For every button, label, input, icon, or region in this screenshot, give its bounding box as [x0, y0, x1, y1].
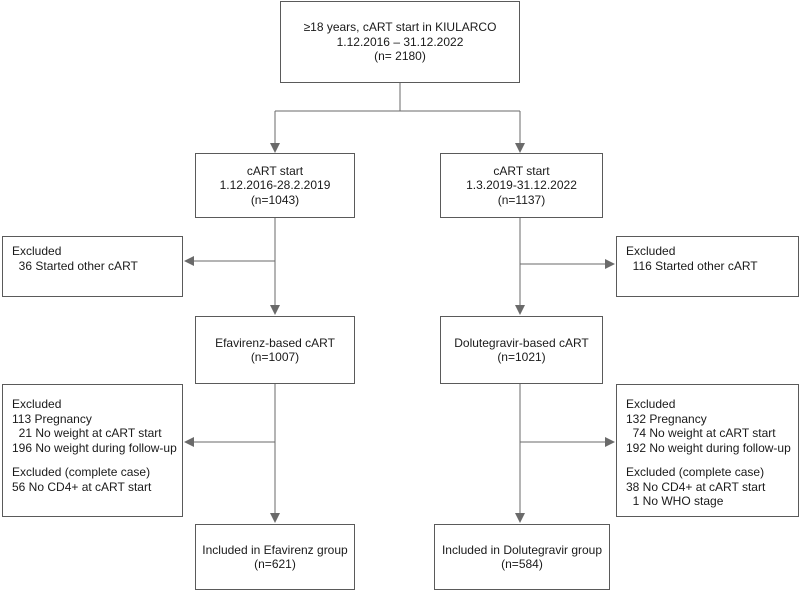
- excluded-right-2-item-pregnancy: 132 Pregnancy: [626, 411, 707, 426]
- regimen-left-line-1: Efavirenz-based cART: [215, 335, 335, 350]
- excluded-right-1-title: Excluded: [626, 244, 676, 258]
- start-cohort-box: ≥18 years, cART start in KIULARCO 1.12.2…: [280, 1, 520, 83]
- regimen-left-line-2: (n=1007): [250, 350, 300, 364]
- excluded-left-2-subtitle: Excluded (complete case): [12, 465, 151, 479]
- included-right-box: Included in Dolutegravir group (n=584): [434, 524, 610, 590]
- period-right-line-2: 1.3.2019-31.12.2022: [466, 178, 577, 193]
- regimen-right-box: Dolutegravir-based cART (n=1021): [440, 316, 603, 384]
- included-left-line-2: (n=621): [254, 557, 296, 571]
- excluded-left-1-item: 36 Started other cART: [12, 258, 138, 273]
- regimen-left-box: Efavirenz-based cART (n=1007): [195, 316, 355, 384]
- start-line-2: 1.12.2016 – 31.12.2022: [336, 34, 464, 49]
- regimen-right-line-2: (n=1021): [497, 350, 546, 364]
- period-left-line-3: (n=1043): [250, 192, 300, 207]
- excluded-left-2-item-pregnancy: 113 Pregnancy: [12, 411, 92, 426]
- period-right-line-1: cART start: [493, 163, 550, 178]
- excluded-left-1-title: Excluded: [12, 244, 62, 258]
- excluded-right-2-subtitle: Excluded (complete case): [626, 465, 765, 479]
- start-line-1: ≥18 years, cART start in KIULARCO: [303, 20, 497, 35]
- period-right-box: cART start 1.3.2019-31.12.2022 (n=1137): [440, 153, 603, 218]
- start-line-3: (n= 2180): [374, 49, 426, 64]
- excluded-right-2-item-no-weight-followup: 192 No weight during follow-up: [626, 440, 791, 455]
- excluded-right-2-title: Excluded: [626, 397, 676, 411]
- excluded-right-1-item: 116 Started other cART: [626, 258, 758, 273]
- excluded-right-2-subitem-who: 1 No WHO stage: [626, 494, 724, 508]
- excluded-right-1-box: Excluded 116 Started other cART: [616, 236, 799, 297]
- excluded-right-2-box: Excluded 132 Pregnancy 74 No weight at c…: [616, 384, 799, 517]
- excluded-left-2-subitem-cd4: 56 No CD4+ at cART start: [12, 479, 152, 494]
- period-right-line-3: (n=1137): [497, 192, 546, 207]
- period-left-line-1: cART start: [246, 163, 304, 178]
- excluded-left-1-box: Excluded 36 Started other cART: [2, 236, 183, 297]
- included-right-line-2: (n=584): [501, 557, 543, 571]
- included-left-box: Included in Efavirenz group (n=621): [195, 524, 355, 590]
- included-left-line-1: Included in Efavirenz group: [202, 542, 348, 557]
- regimen-right-line-1: Dolutegravir-based cART: [454, 335, 589, 350]
- excluded-left-2-title: Excluded: [12, 397, 62, 411]
- excluded-right-2-subitem-cd4: 38 No CD4+ at cART start: [626, 479, 766, 494]
- excluded-left-2-item-no-weight-followup: 196 No weight during follow-up: [12, 440, 177, 455]
- period-left-box: cART start 1.12.2016-28.2.2019 (n=1043): [195, 153, 355, 218]
- excluded-left-2-box: Excluded 113 Pregnancy 21 No weight at c…: [2, 384, 183, 517]
- excluded-right-2-item-no-weight-start: 74 No weight at cART start: [626, 426, 776, 440]
- included-right-line-1: Included in Dolutegravir group: [441, 542, 603, 557]
- period-left-line-2: 1.12.2016-28.2.2019: [219, 178, 331, 193]
- excluded-left-2-item-no-weight-start: 21 No weight at cART start: [12, 426, 162, 440]
